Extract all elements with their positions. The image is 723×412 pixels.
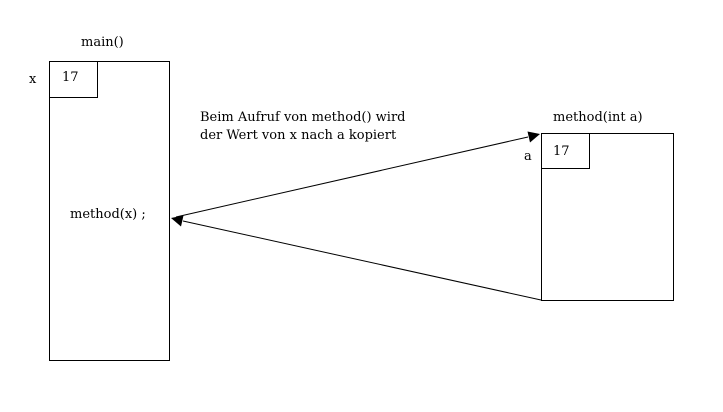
main-frame-box [49,61,170,361]
param-a-value: 17 [553,144,570,159]
method-call-text: method(x) ; [70,207,146,222]
return-arrow-head [171,215,184,227]
main-frame: main() x 17 method(x) ; [29,35,170,361]
var-x-label: x [29,72,37,87]
param-a-cell [541,133,590,169]
call-arrow [175,131,540,218]
copy-annotation: Beim Aufruf von method() wird der Wert v… [200,110,406,143]
method-frame-title: method(int a) [553,110,643,125]
param-a-label: a [524,149,532,164]
main-frame-title: main() [81,35,124,50]
var-x-value: 17 [62,70,79,85]
return-arrow-line [182,220,542,301]
annotation-line-1: Beim Aufruf von method() wird [200,110,406,125]
annotation-line-2: der Wert von x nach a kopiert [200,128,397,143]
return-arrow [171,215,542,301]
call-arrow-head [527,131,540,143]
var-x-cell [49,61,98,98]
method-frame: method(int a) a 17 [524,110,674,301]
call-arrow-line [175,136,529,218]
method-frame-box [541,133,674,301]
